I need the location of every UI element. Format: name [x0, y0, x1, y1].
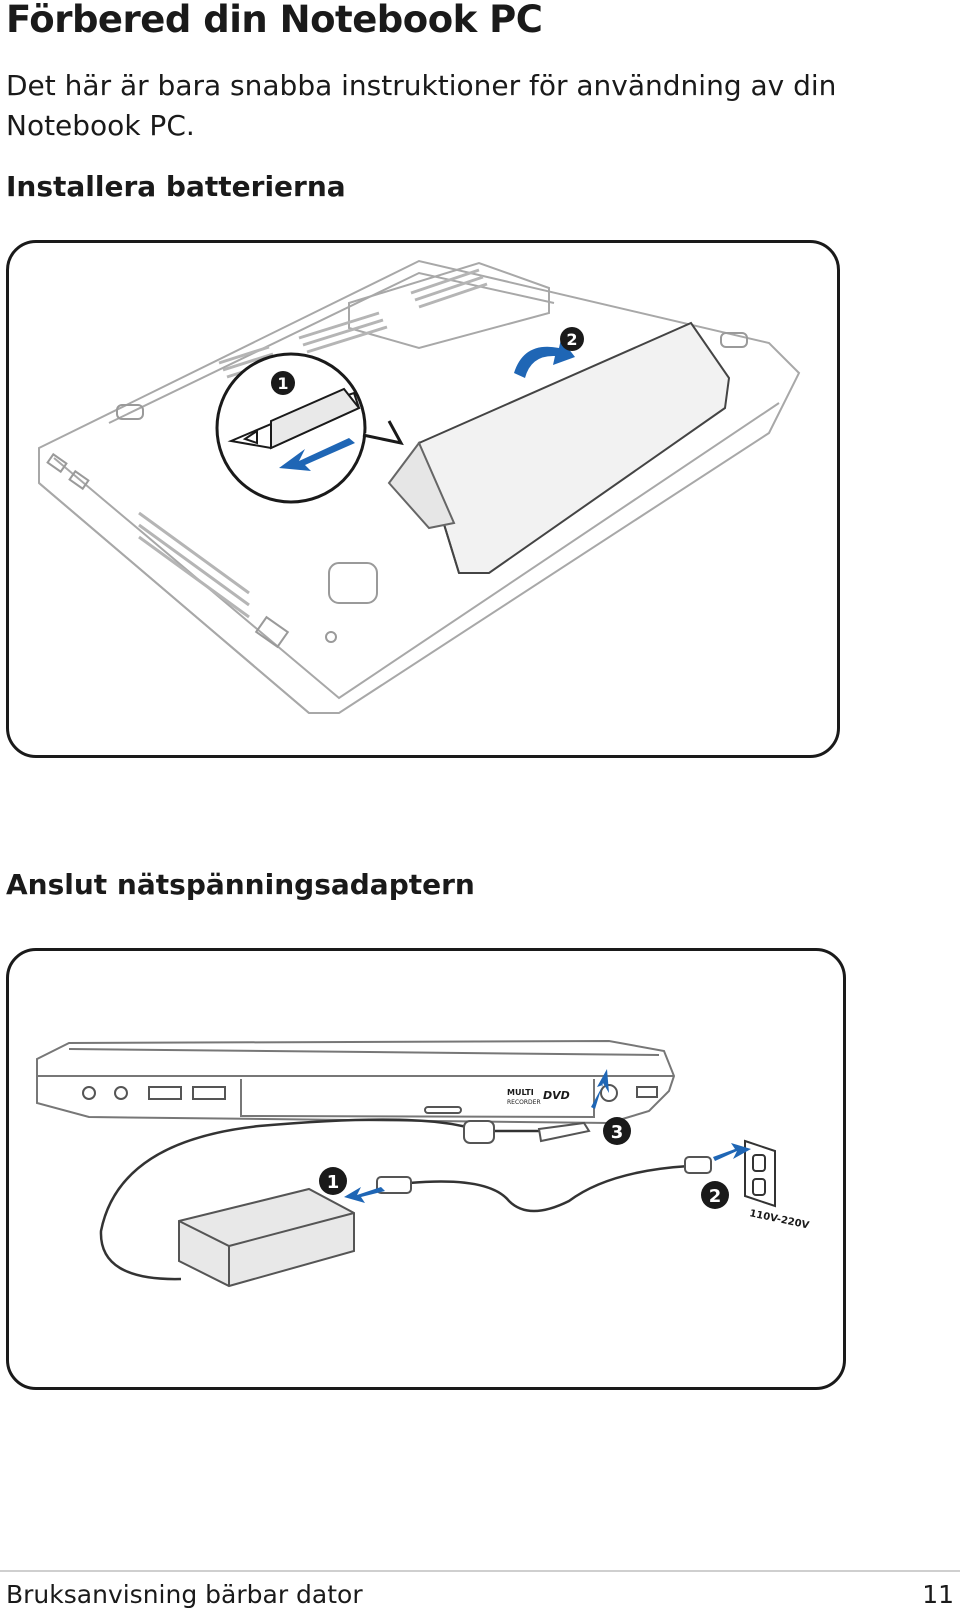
vent-grille — [138, 268, 488, 619]
adapter-illustration: MULTI RECORDER DVD 110V-220V 1 — [36, 1039, 810, 1288]
adapter-step-marker-3: 3 — [603, 1117, 631, 1145]
power-cables — [99, 1118, 690, 1281]
battery-install-figure: 1 2 — [6, 240, 840, 758]
adapter-arrow-1 — [344, 1187, 385, 1203]
drive-label-recorder: RECORDER — [507, 1099, 541, 1106]
wall-outlet — [744, 1139, 776, 1208]
latch-slide-arrow — [279, 438, 355, 471]
section-heading-battery: Installera batterierna — [6, 170, 346, 203]
laptop-side — [36, 1039, 676, 1125]
battery-pack — [387, 321, 731, 574]
adapter-step-marker-1: 1 — [319, 1167, 347, 1195]
battery-illustration: 1 2 — [38, 259, 801, 714]
step-marker-1-label: 1 — [277, 374, 288, 393]
adapter-arrow-3 — [591, 1069, 609, 1109]
intro-paragraph: Det här är bara snabba instruktioner för… — [6, 69, 837, 142]
ports-side — [46, 332, 748, 649]
adapter-connect-figure: MULTI RECORDER DVD 110V-220V 1 — [6, 948, 846, 1390]
drive-label-multi: MULTI — [507, 1088, 534, 1097]
page-title: Förbered din Notebook PC — [6, 0, 543, 41]
footer-divider — [0, 1570, 960, 1572]
cable-connectors — [376, 1120, 712, 1194]
voltage-label: 110V-220V — [748, 1208, 810, 1231]
adapter-step-marker-2-label: 2 — [709, 1186, 722, 1207]
latch-callout — [215, 352, 404, 504]
adapter-step-marker-1-label: 1 — [327, 1172, 340, 1193]
footer-page-number: 11 — [922, 1580, 954, 1609]
footer-manual-title: Bruksanvisning bärbar dator — [6, 1580, 363, 1609]
laptop-ports — [82, 1084, 658, 1114]
step-marker-2: 2 — [560, 327, 584, 351]
adapter-step-marker-2: 2 — [701, 1181, 729, 1209]
drive-label-dvd: DVD — [543, 1089, 570, 1102]
battery-rotate-arrow — [514, 339, 575, 378]
adapter-step-marker-3-label: 3 — [611, 1122, 624, 1143]
section-heading-adapter: Anslut nätspänningsadaptern — [6, 868, 475, 901]
step-marker-2-label: 2 — [566, 330, 577, 349]
step-marker-1: 1 — [271, 371, 295, 395]
laptop-underside — [38, 259, 801, 714]
adapter-arrow-2 — [713, 1143, 751, 1161]
power-adapter-brick — [178, 1187, 355, 1288]
